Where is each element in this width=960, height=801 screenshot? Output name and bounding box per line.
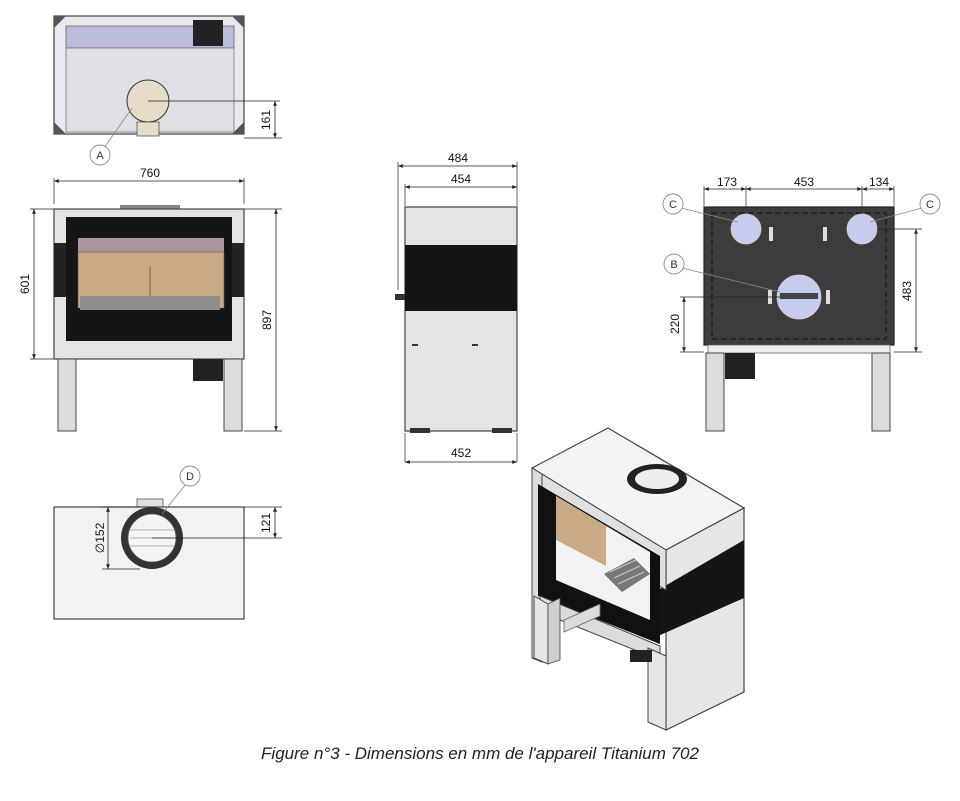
- callout-a-circle: [89, 144, 111, 166]
- back-view: 173 453 134 220 483 C C B: [662, 175, 941, 432]
- air-inlet-c-right: [846, 213, 878, 245]
- dim-152: ∅152: [93, 522, 107, 553]
- dim-173: 173: [717, 175, 737, 189]
- dim-134: 134: [869, 175, 889, 189]
- callout-c-left: C: [669, 199, 677, 211]
- callout-b-circle: [663, 253, 685, 275]
- side-view: 484 454 452: [395, 151, 518, 464]
- callout-a: A: [96, 150, 104, 162]
- dim-452: 452: [451, 446, 471, 460]
- dim-484: 484: [448, 151, 468, 165]
- dim-161: 161: [259, 110, 273, 130]
- dim-121: 121: [259, 513, 273, 533]
- isometric-view: [530, 427, 746, 731]
- callout-c-left-circle: [662, 193, 684, 215]
- dim-760: 760: [140, 166, 160, 180]
- air-inlet-c-left: [730, 213, 762, 245]
- dim-220: 220: [668, 314, 682, 334]
- front-view: 760 601 897: [18, 166, 282, 432]
- dim-897: 897: [260, 310, 274, 330]
- dim-483: 483: [900, 281, 914, 301]
- dim-453: 453: [794, 175, 814, 189]
- callout-d: D: [186, 471, 194, 483]
- callout-c-right: C: [926, 199, 934, 211]
- dim-454: 454: [451, 172, 471, 186]
- top-view: 161 A: [53, 15, 282, 166]
- callout-c-right-circle: [919, 193, 941, 215]
- callout-d-circle: [179, 465, 201, 487]
- bottom-view: 121 ∅152 D: [53, 465, 282, 620]
- dim-601: 601: [18, 274, 32, 294]
- figure-caption: Figure n°3 - Dimensions en mm de l'appar…: [261, 744, 699, 763]
- callout-b: B: [670, 259, 677, 271]
